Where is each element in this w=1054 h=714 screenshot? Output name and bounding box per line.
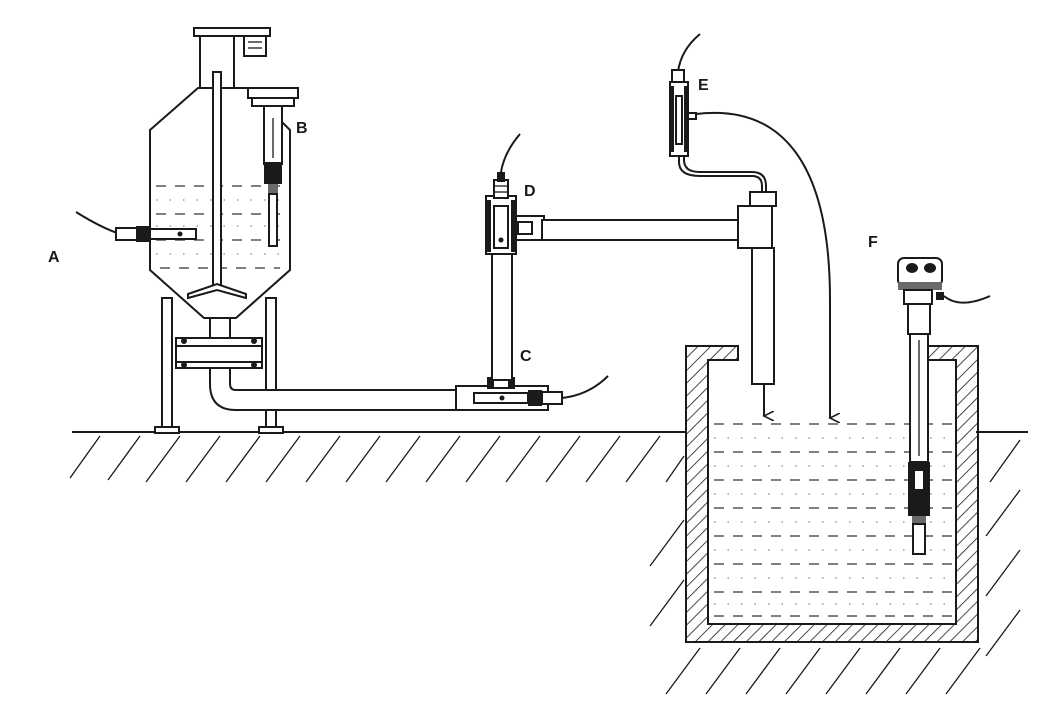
sensor-e [669,33,830,418]
sensor-f [897,257,991,555]
vessel-leg-left [161,297,173,431]
outlet-pipe [541,219,741,241]
flange-body [175,345,263,363]
agitator-blade [187,282,247,300]
label-e: E [698,77,709,94]
downcomer [737,191,777,416]
label-f: F [868,234,878,251]
flange-top [175,337,263,347]
riser-pipe [491,249,513,381]
agitator-shaft [212,71,222,287]
motor-top-plate [193,27,271,37]
vessel [75,27,299,434]
tank [685,345,979,643]
sensor-a [75,211,197,242]
ground [69,431,1028,695]
sensor-c [455,375,609,411]
ground-hatching [69,435,1021,695]
sensor-b [247,87,299,247]
motor-fan [243,35,267,57]
label-b: B [296,120,308,137]
label-a: A [48,249,60,266]
tank-wall [685,345,979,643]
label-d: D [524,183,536,200]
label-c: C [520,348,532,365]
inlet-pipe [209,367,461,411]
